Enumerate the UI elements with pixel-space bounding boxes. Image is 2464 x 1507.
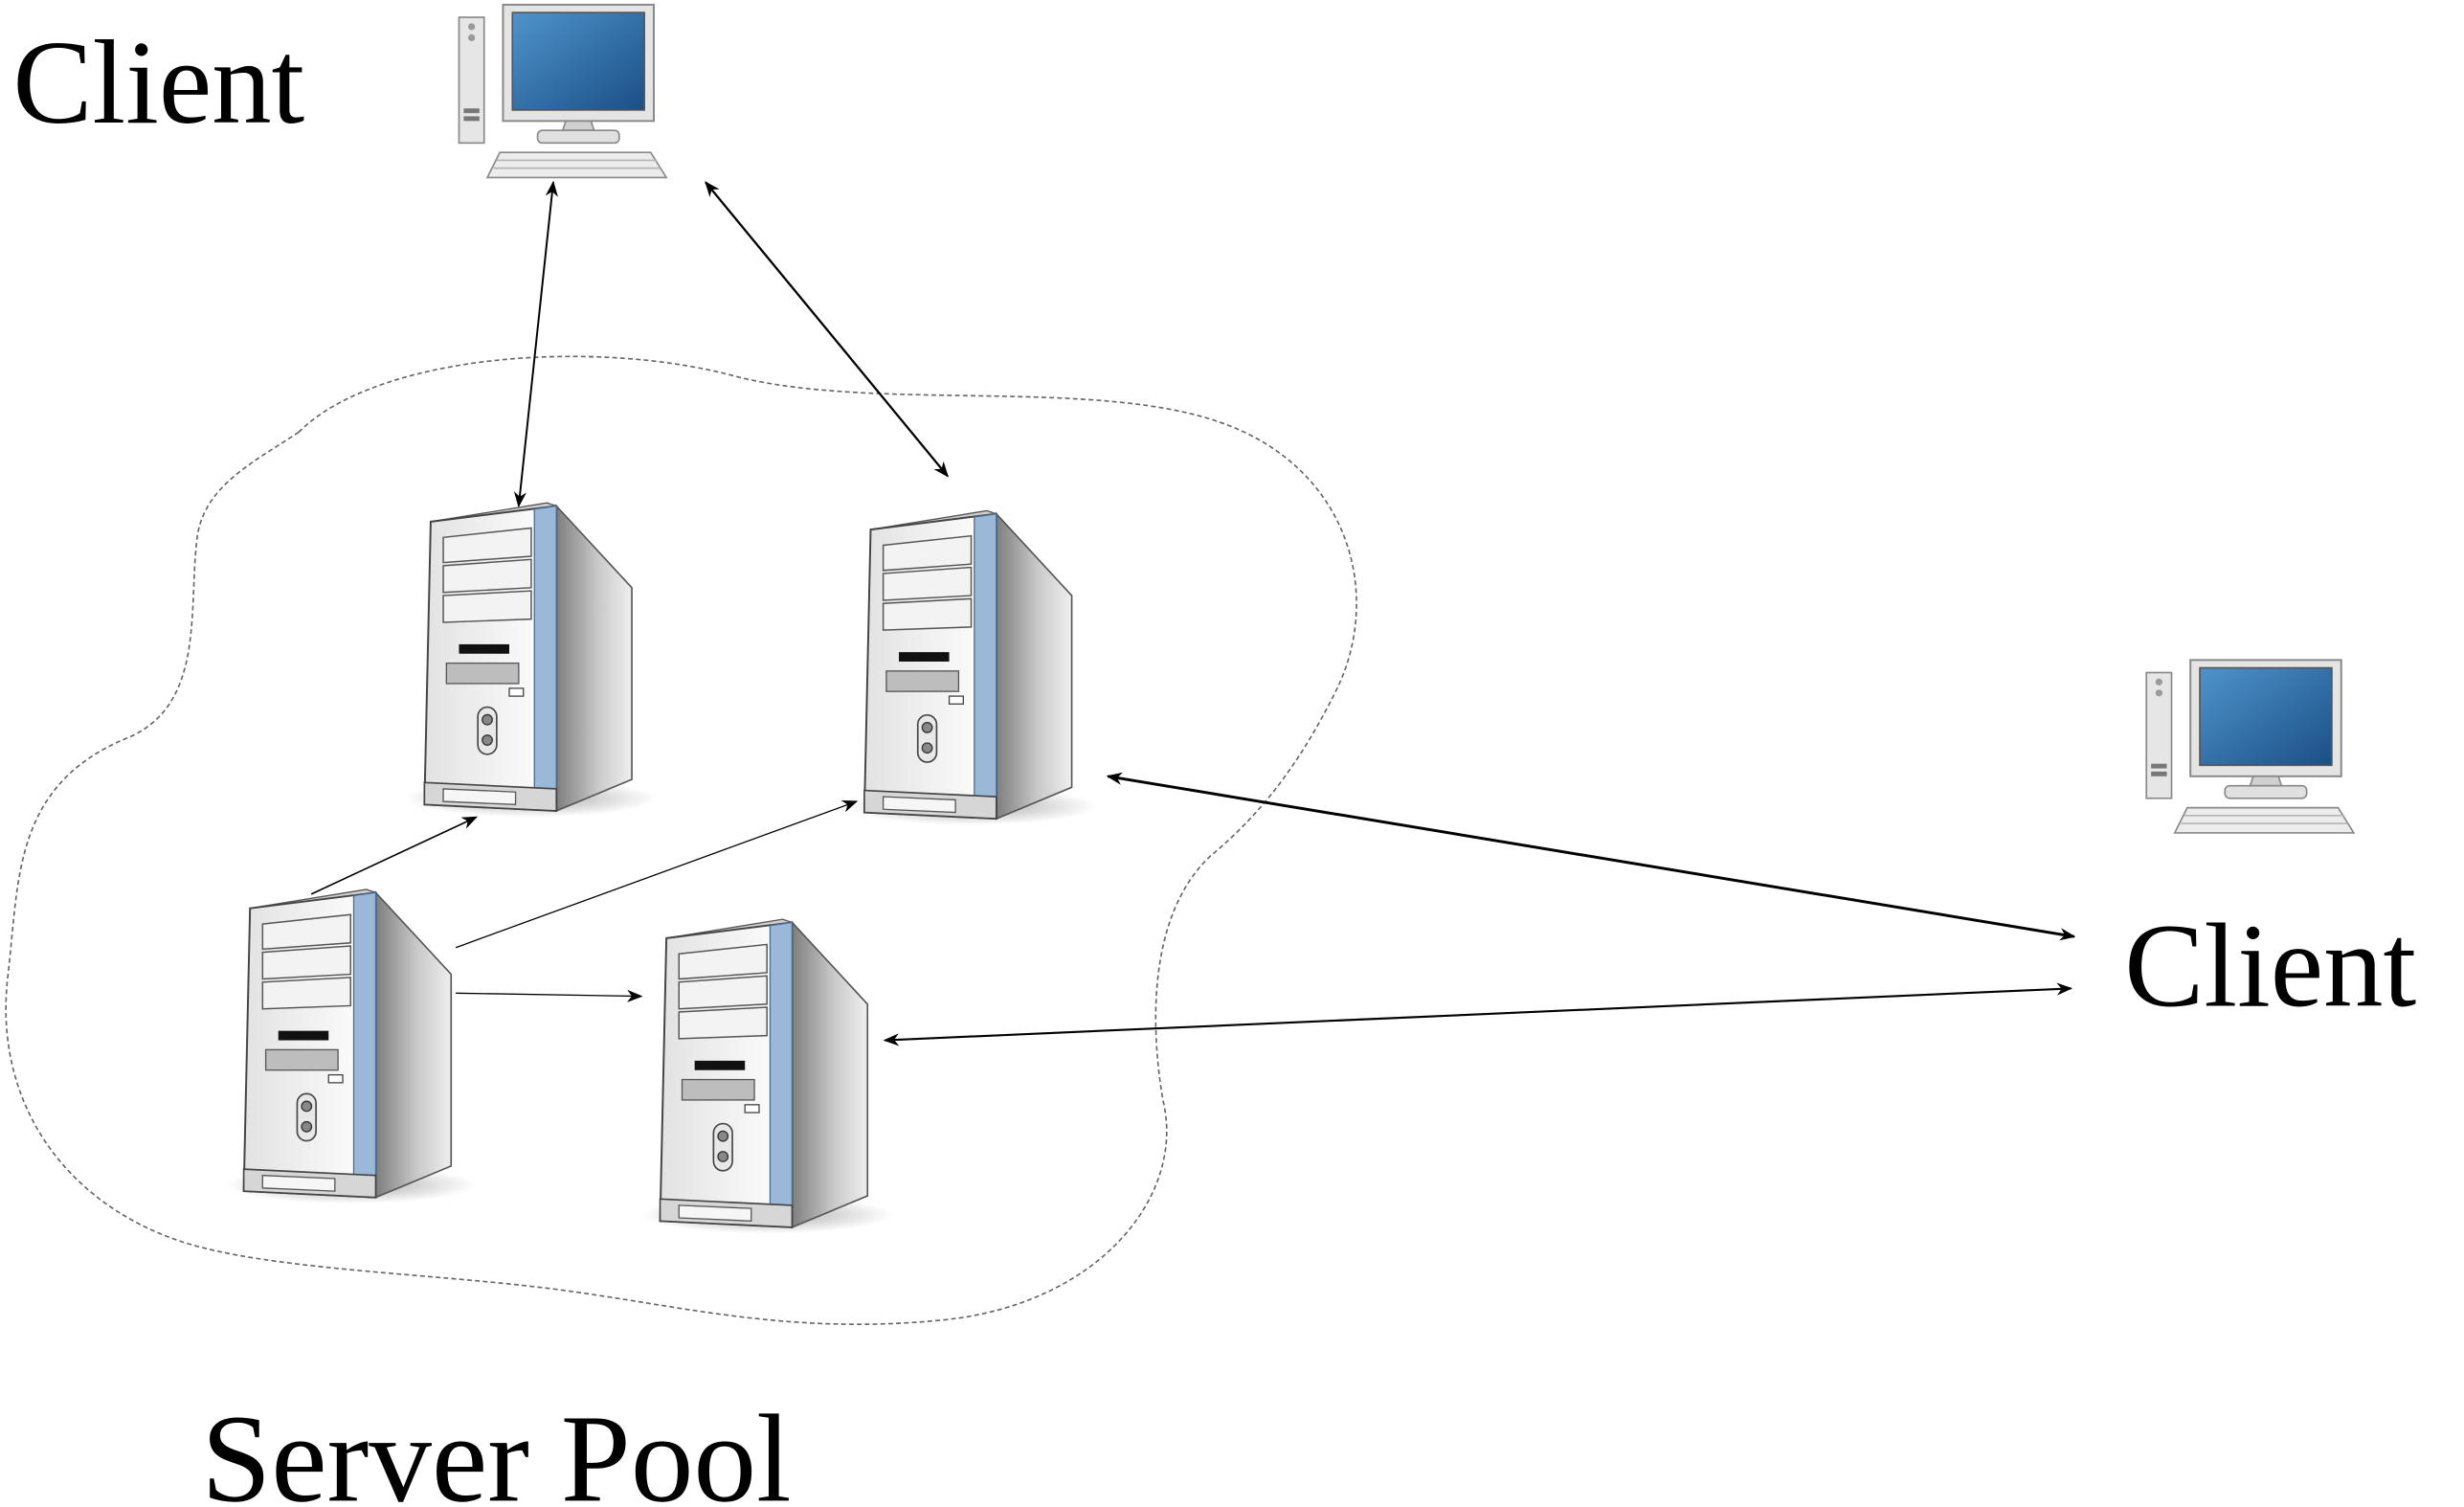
server-pool-label: Server Pool (201, 1389, 791, 1507)
client-right-label: Client (2124, 899, 2416, 1031)
server-tower-icon (223, 888, 478, 1205)
server-tower-icon (639, 918, 894, 1235)
link-server-3-to-server-2 (455, 799, 859, 949)
client-top-label: Client (12, 16, 304, 148)
link-client-top-to-server-2 (705, 181, 949, 478)
desktop-computer-icon (458, 3, 668, 179)
link-client-right-to-server-2 (1106, 772, 2076, 941)
server-pool-boundary (5, 355, 1357, 1325)
link-client-top-to-server-1 (513, 180, 558, 508)
link-server-3-to-server-4 (456, 989, 643, 1002)
server-tower-icon (844, 509, 1098, 826)
link-server-3-to-server-1 (310, 816, 479, 895)
server-tower-icon (404, 502, 659, 819)
link-client-right-to-server-4 (883, 982, 2073, 1046)
desktop-computer-icon (2145, 659, 2355, 834)
